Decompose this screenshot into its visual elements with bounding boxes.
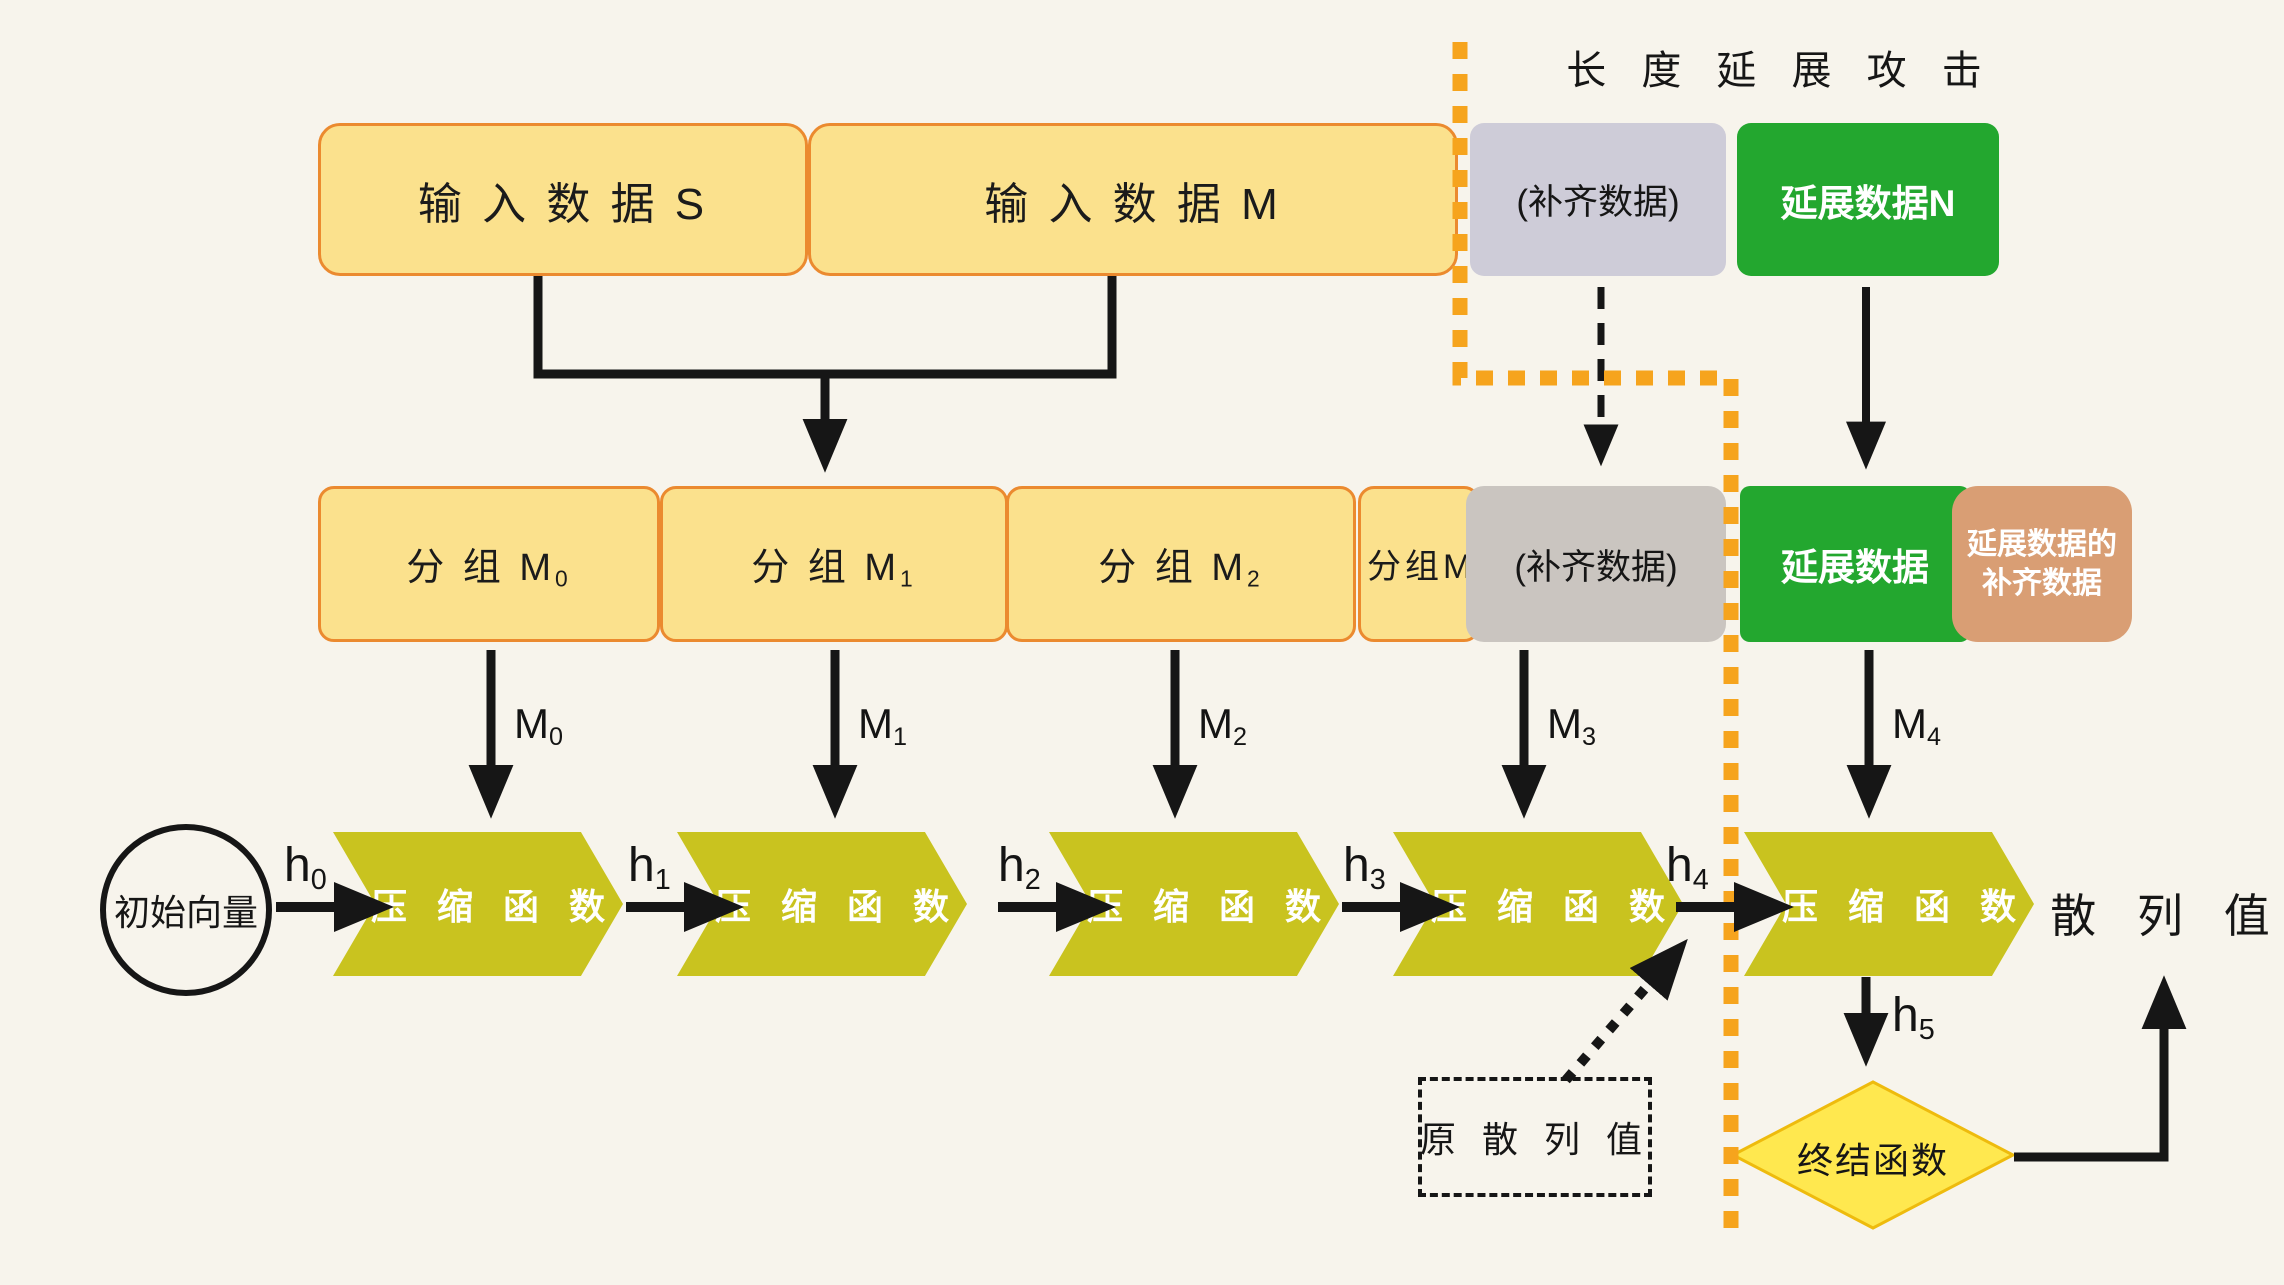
group-m0-label: 分 组 M0 bbox=[406, 546, 572, 592]
extension-padding-line2: 补齐数据 bbox=[1982, 567, 2102, 600]
final-function-label: 终结函数 bbox=[1796, 1140, 1949, 1181]
h-label-3: h3 bbox=[1343, 839, 1386, 897]
m-label-2: M2 bbox=[1198, 700, 1248, 752]
original-hash-box: 原 散 列 值 bbox=[1418, 1077, 1652, 1197]
hash-value-label: 散 列 值 bbox=[2050, 890, 2284, 942]
m-label-4: M4 bbox=[1892, 700, 1942, 752]
initial-vector-circle: 初始向量 bbox=[100, 824, 272, 996]
h-label-5: h5 bbox=[1892, 989, 1935, 1047]
length-extension-attack-title: 长 度 延 展 攻 击 bbox=[1566, 49, 1994, 93]
extension-padding-line1: 延展数据的 bbox=[1967, 528, 2117, 561]
group-m2-label: 分 组 M2 bbox=[1098, 546, 1264, 592]
box-group-m2: 分 组 M2 bbox=[1006, 486, 1356, 642]
h-label-1: h1 bbox=[628, 839, 671, 897]
hash-output-arrow bbox=[2014, 975, 2187, 1162]
group-m1-label: 分 组 M1 bbox=[751, 546, 917, 592]
box-extension-data-n: 延展数据N bbox=[1737, 123, 1999, 276]
m-label-1: M1 bbox=[858, 700, 908, 752]
bracket-connector bbox=[533, 276, 1117, 379]
m-label-0: M0 bbox=[514, 700, 564, 752]
box-padding-top: (补齐数据) bbox=[1470, 123, 1726, 276]
m-label-3: M3 bbox=[1547, 700, 1597, 752]
box-group-m1: 分 组 M1 bbox=[660, 486, 1008, 642]
compression-function-4: 压 缩 函 数 bbox=[1393, 832, 1683, 976]
box-input-s: 输 入 数 据 S bbox=[318, 123, 808, 276]
compression-function-2: 压 缩 函 数 bbox=[677, 832, 967, 976]
box-group-m0: 分 组 M0 bbox=[318, 486, 660, 642]
h-label-2: h2 bbox=[998, 839, 1041, 897]
compression-function-1: 压 缩 函 数 bbox=[333, 832, 623, 976]
box-padding-mid: (补齐数据) bbox=[1466, 486, 1726, 642]
box-input-m: 输 入 数 据 M bbox=[808, 123, 1458, 276]
box-group-m3: 分组M3 bbox=[1358, 486, 1487, 642]
h-label-4: h4 bbox=[1666, 839, 1709, 897]
compression-function-5: 压 缩 函 数 bbox=[1744, 832, 2034, 976]
box-extension-data: 延展数据 bbox=[1740, 486, 1970, 642]
compression-function-3: 压 缩 函 数 bbox=[1049, 832, 1339, 976]
h-label-0: h0 bbox=[284, 839, 327, 897]
box-extension-padding: 延展数据的 补齐数据 bbox=[1952, 486, 2132, 642]
